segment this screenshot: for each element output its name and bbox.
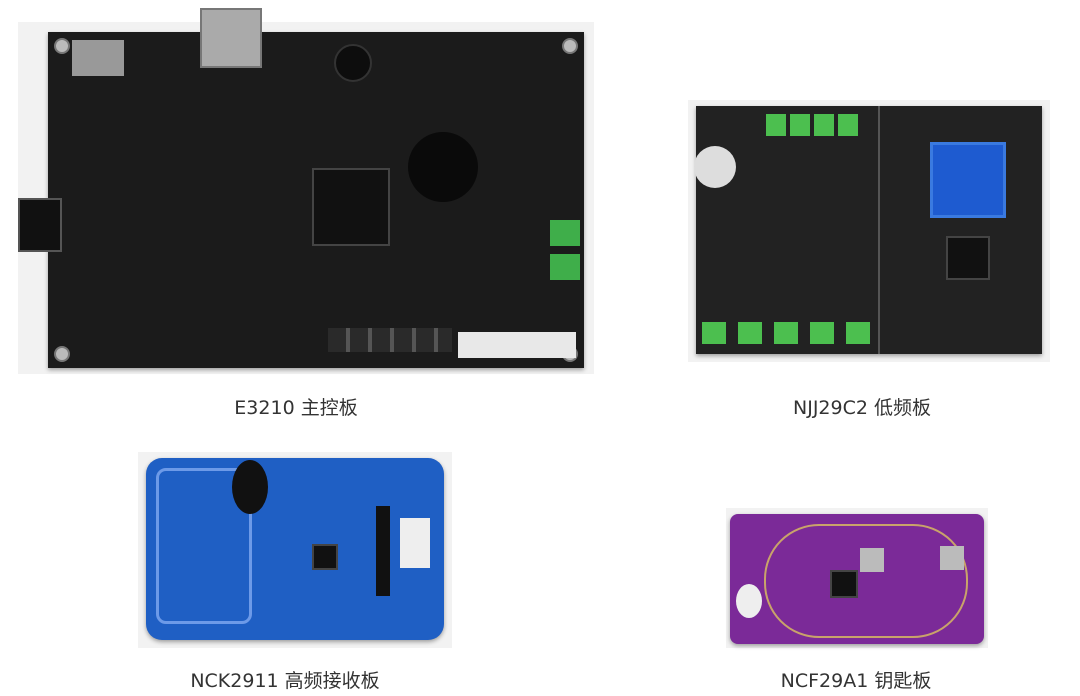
caption-njj29c2: NJJ29C2 低频板 <box>793 397 931 419</box>
board-nck2911 <box>146 458 444 640</box>
ethernet-port <box>200 8 262 68</box>
mcu <box>946 236 990 280</box>
rf-chip <box>312 544 338 570</box>
connector-white <box>458 332 576 358</box>
buttons-row <box>328 328 452 352</box>
caption-e3210: E3210 主控板 <box>234 397 358 419</box>
connector-white <box>400 518 430 568</box>
terminal-green <box>550 254 580 280</box>
terminal-green <box>550 220 580 246</box>
board-njj29c2 <box>694 106 1042 354</box>
oled-display <box>930 142 1006 218</box>
terminal-green <box>702 322 872 344</box>
caption-nck2911: NCK2911 高频接收板 <box>190 670 380 692</box>
buzzer <box>334 44 372 82</box>
speaker <box>408 132 478 202</box>
button <box>940 546 964 570</box>
capacitor <box>694 146 736 188</box>
key-outline <box>764 524 968 638</box>
logo <box>736 584 762 618</box>
antenna-loop <box>156 468 252 624</box>
caption-ncf29a1: NCF29A1 钥匙板 <box>780 670 932 692</box>
main-mcu <box>312 168 390 246</box>
board-ncf29a1 <box>730 514 984 644</box>
power-jack <box>18 198 62 252</box>
board-e3210 <box>18 8 584 368</box>
terminal-green <box>766 114 858 136</box>
mcu <box>830 570 858 598</box>
button <box>860 548 884 572</box>
sd-slot <box>72 40 124 76</box>
antenna-knob <box>232 460 268 514</box>
divider-line <box>878 106 880 354</box>
pin-header <box>376 506 390 596</box>
